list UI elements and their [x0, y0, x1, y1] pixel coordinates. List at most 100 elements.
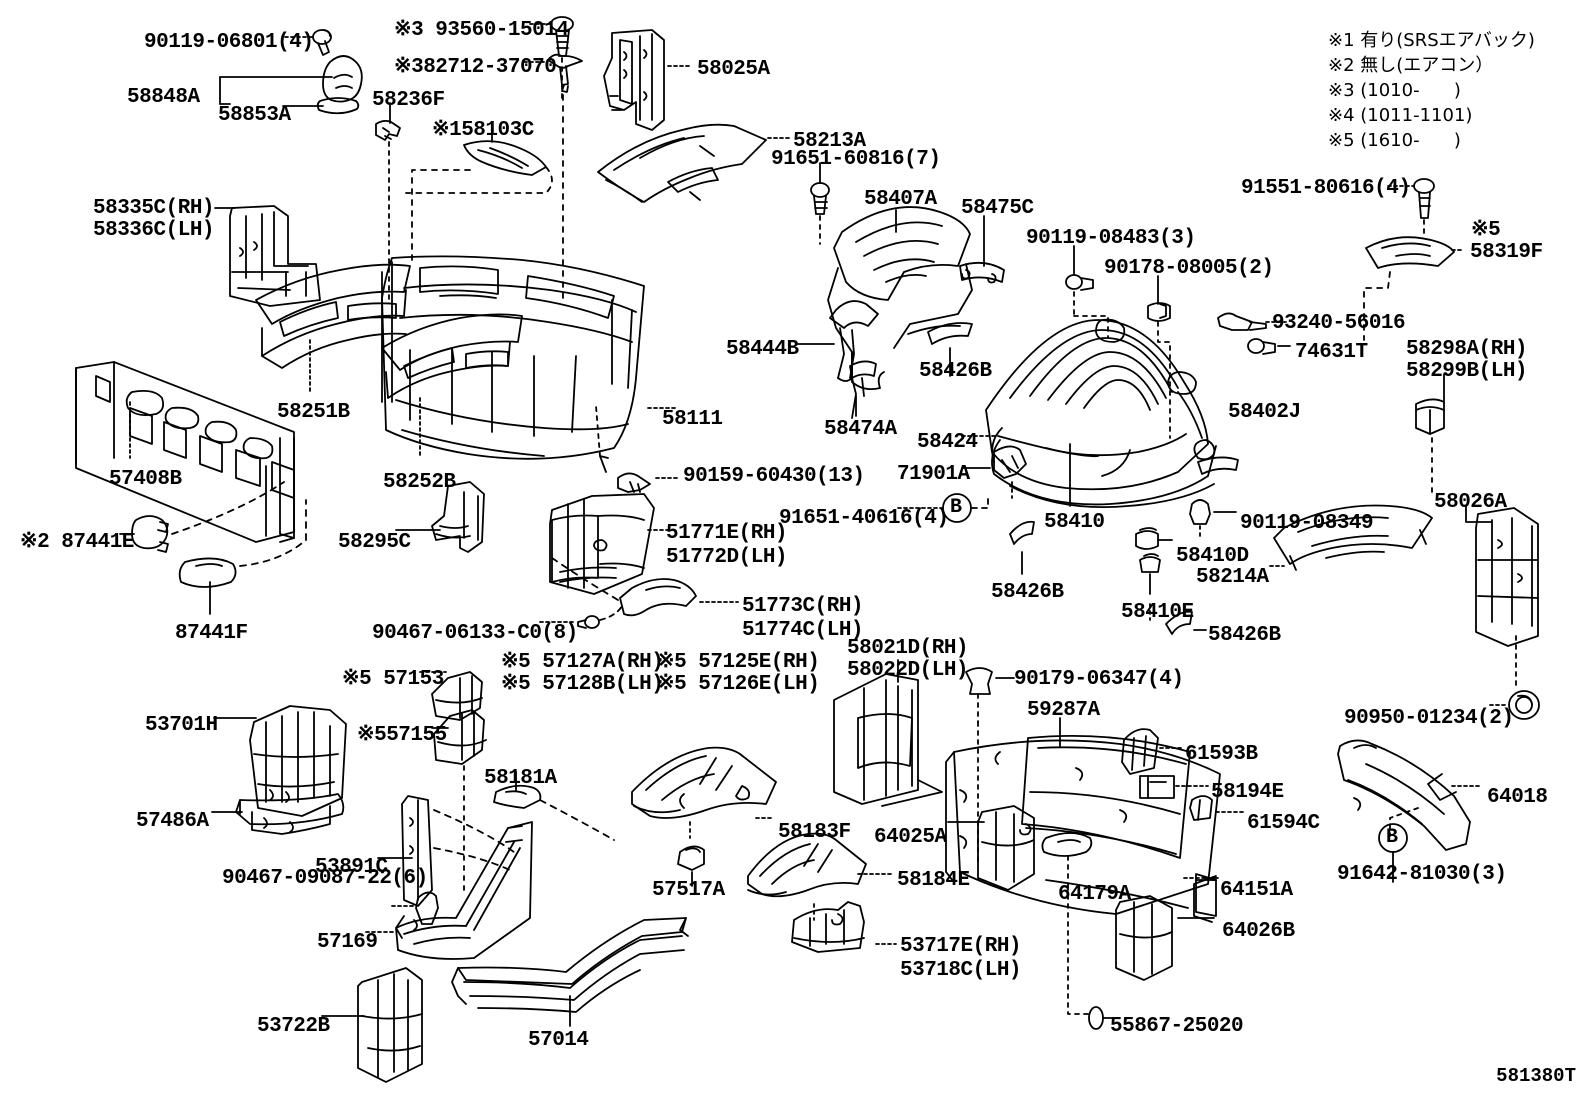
part-58444B	[829, 300, 879, 382]
part-label-74631t: 74631T	[1295, 341, 1368, 364]
part-label-58407a: 58407A	[864, 188, 937, 211]
part-label-51774c-lh: 51774C(LH)	[742, 619, 864, 642]
part-label-53717e-rh: 53717E(RH)	[900, 935, 1022, 958]
part-58251B	[255, 263, 411, 369]
part-label-58236f: 58236F	[372, 89, 445, 112]
part-58021D-58022D	[833, 673, 943, 807]
part-58335C-58336C	[229, 205, 321, 307]
part-label-64026b: 64026B	[1222, 920, 1295, 943]
part-90467-06133-C0	[577, 615, 600, 629]
part-label-58183f: 58183F	[778, 821, 851, 844]
part-158103C	[463, 140, 547, 176]
part-53722B	[357, 967, 423, 1083]
part-label-90119-08483-3: 90119-08483(3)	[1026, 227, 1196, 250]
part-label-59287a: 59287A	[1027, 699, 1100, 722]
part-90159-60430	[617, 472, 651, 493]
part-label-58335c-rh: 58335C(RH)	[93, 197, 215, 220]
part-label-64025a: 64025A	[874, 826, 947, 849]
part-label-58025a: 58025A	[697, 58, 770, 81]
part-label-58299b-lh: 58299B(LH)	[1406, 360, 1528, 383]
figure-number: 581380T	[1496, 1065, 1576, 1087]
part-53701H	[249, 705, 347, 817]
part-93240-56016	[1217, 312, 1267, 331]
part-label-90179-06347-4: 90179-06347(4)	[1014, 668, 1184, 691]
part-58426B-left	[1009, 520, 1035, 545]
part-label-58026a: 58026A	[1434, 491, 1507, 514]
part-91551-80616	[1413, 178, 1435, 219]
part-58026A	[1475, 507, 1539, 647]
part-58194E	[1139, 775, 1175, 799]
part-53717E-53718C	[791, 901, 865, 953]
part-label-58336c-lh: 58336C(LH)	[93, 219, 215, 242]
part-61593B	[1121, 728, 1159, 775]
part-label-51773c-rh: 51773C(RH)	[742, 595, 864, 618]
part-label-55867-25020: 55867-25020	[1110, 1015, 1244, 1038]
part-57014	[451, 917, 689, 1013]
part-label-58848a: 58848A	[127, 86, 200, 109]
part-label-58251b: 58251B	[277, 401, 350, 424]
part-label-5-57126e-lh: ※5 57126E(LH)	[657, 673, 820, 696]
part-label-57169: 57169	[317, 931, 378, 954]
part-label-382712-37070: ※382712-37070	[394, 56, 557, 79]
part-58424	[1197, 456, 1239, 475]
part-58410E	[1139, 553, 1161, 573]
part-label-58410d: 58410D	[1176, 545, 1249, 568]
part-58410	[985, 318, 1217, 509]
part-90119-08349	[1189, 499, 1211, 525]
part-label-58213a: 58213A	[793, 130, 866, 153]
part-label-58021d-rh: 58021D(RH)	[847, 637, 969, 660]
part-58474A	[849, 360, 877, 419]
part-87441F	[178, 557, 237, 588]
part-label-51771e-rh: 51771E(RH)	[666, 522, 788, 545]
part-label-57408b: 57408B	[109, 468, 182, 491]
part-label-58252b: 58252B	[383, 471, 456, 494]
part-label-58426b: 58426B	[919, 360, 992, 383]
part-label-57517a: 57517A	[652, 879, 725, 902]
part-label-91651-40616-4: 91651-40616(4)	[779, 507, 949, 530]
part-label-58181a: 58181A	[484, 767, 557, 790]
part-label-71901a: 71901A	[897, 463, 970, 486]
part-label-90950-01234-2: 90950-01234(2)	[1344, 707, 1514, 730]
part-58298A-58299B	[1415, 398, 1445, 435]
part-label-58022d-lh: 58022D(LH)	[847, 659, 969, 682]
part-label-91642-81030-3: 91642-81030(3)	[1337, 863, 1507, 886]
part-label-5-57153: ※5 57153	[342, 668, 444, 691]
callout-letter-b: B	[1386, 826, 1398, 849]
part-label-58295c: 58295C	[338, 531, 411, 554]
part-90950-01234	[1508, 690, 1540, 720]
part-label-58426b: 58426B	[991, 581, 1064, 604]
part-label-58410: 58410	[1044, 511, 1105, 534]
part-label-64018: 64018	[1487, 786, 1548, 809]
part-label-5-57128b-lh: ※5 57128B(LH)	[501, 673, 664, 696]
part-label-57014: 57014	[528, 1029, 589, 1052]
part-58213A	[597, 123, 767, 203]
part-label-2-87441e: ※2 87441E	[20, 531, 134, 554]
part-58183F	[631, 746, 777, 819]
part-label-58474a: 58474A	[824, 418, 897, 441]
part-74631T	[1247, 338, 1276, 355]
part-label-53701h: 53701H	[145, 714, 218, 737]
part-label-3-93560-15014: ※3 93560-15014	[394, 19, 569, 42]
part-label-58319f: 58319F	[1470, 241, 1543, 264]
part-label-57486a: 57486A	[136, 810, 209, 833]
part-label-158103c: ※158103C	[432, 119, 534, 142]
part-label-91551-80616-4: 91551-80616(4)	[1241, 177, 1411, 200]
part-label-53718c-lh: 53718C(LH)	[900, 959, 1022, 982]
part-label-90119-08349: 90119-08349	[1240, 512, 1374, 535]
part-label-91651-60816-7: 91651-60816(7)	[771, 148, 941, 171]
part-label-58426b: 58426B	[1208, 624, 1281, 647]
part-90119-06801	[312, 29, 332, 56]
part-91651-60816	[810, 182, 830, 215]
part-87441E	[131, 515, 169, 553]
part-label-61594c: 61594C	[1247, 812, 1320, 835]
part-90467-09087-22	[415, 891, 439, 925]
part-label-58184e: 58184E	[897, 869, 970, 892]
part-label-53722b: 53722B	[257, 1015, 330, 1038]
callout-letter-b: B	[950, 496, 962, 519]
part-label-90467-06133-c0-8: 90467-06133-C0(8)	[372, 622, 578, 645]
part-label-58853a: 58853A	[218, 104, 291, 127]
part-label-87441f: 87441F	[175, 622, 248, 645]
part-label-51772d-lh: 51772D(LH)	[666, 546, 788, 569]
part-51771E-51772D	[549, 493, 655, 595]
part-57408B	[75, 361, 295, 543]
